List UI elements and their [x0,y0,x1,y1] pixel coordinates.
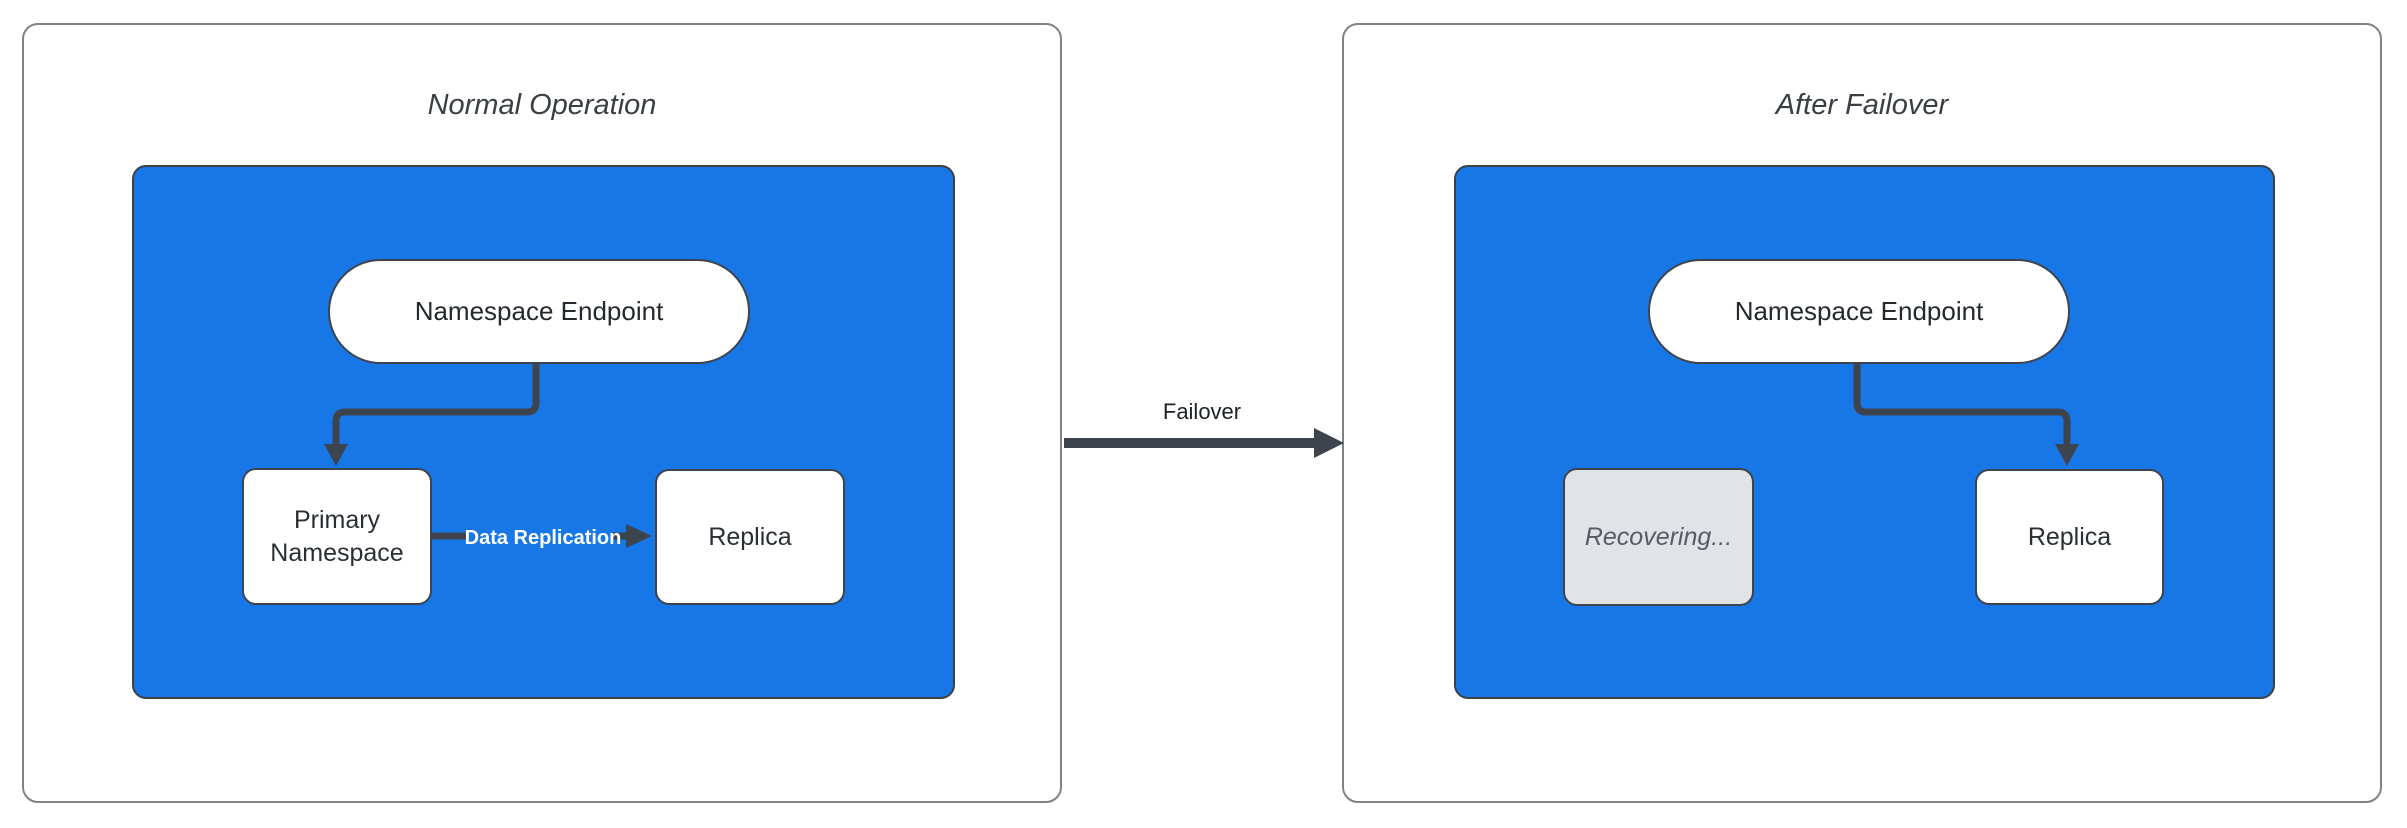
recovering-label: Recovering... [1584,522,1733,551]
panel-normal-operation: Normal Operation Namespace Endpoint Prim… [22,23,1062,803]
primary-namespace-label: Primary Namespace [270,506,404,567]
namespace-endpoint-label: Namespace Endpoint [414,296,664,326]
data-replication-label: Data Replication [464,527,622,549]
replica-node: Replica [1975,469,2164,605]
panel-after-failover: After Failover Namespace Endpoint Recove… [1342,23,2382,803]
namespace-cluster [1454,165,2275,699]
namespace-endpoint-node: Namespace Endpoint [328,259,750,364]
replica-label: Replica [2027,522,2112,551]
primary-namespace-node: Primary Namespace [242,468,432,605]
namespace-endpoint-node: Namespace Endpoint [1648,259,2070,364]
namespace-cluster [132,165,955,699]
replica-node: Replica [655,469,845,605]
namespace-endpoint-label: Namespace Endpoint [1734,296,1984,326]
replica-label: Replica [708,522,792,551]
failover-arrow-label: Failover [1162,399,1242,424]
recovering-node: Recovering... [1563,468,1754,606]
failover-arrowhead [1314,428,1344,458]
panel-title-after-failover: After Failover [1775,89,1949,121]
panel-title-normal-operation: Normal Operation [427,89,657,121]
